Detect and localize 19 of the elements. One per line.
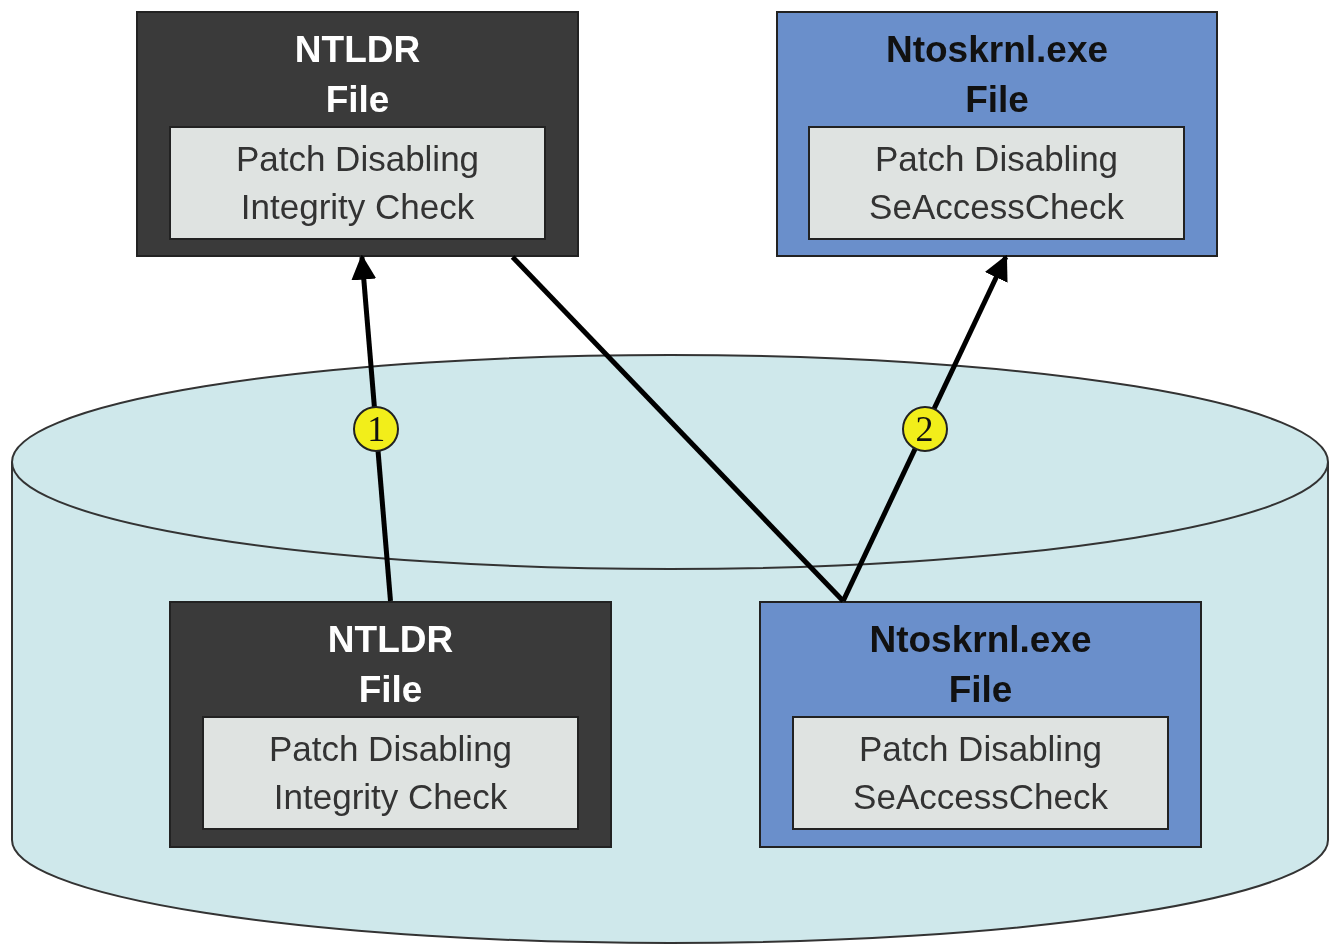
file-box xyxy=(776,11,1218,257)
patch-text: Patch Disabling SeAccessCheck xyxy=(852,728,1109,818)
arrow xyxy=(351,254,393,602)
file-box xyxy=(759,601,1202,848)
file-heading: NTLDR File xyxy=(327,618,454,712)
connector-line xyxy=(510,255,845,603)
patch-text: Patch Disabling Integrity Check xyxy=(234,138,481,228)
patch-box xyxy=(792,716,1169,830)
patch-text: Patch Disabling SeAccessCheck xyxy=(868,138,1125,228)
file-box xyxy=(169,601,612,848)
patch-box xyxy=(808,126,1185,240)
file-heading: NTLDR File xyxy=(294,28,421,122)
patch-box xyxy=(169,126,546,240)
file-heading: Ntoskrnl.exe File xyxy=(885,28,1109,122)
file-heading: Ntoskrnl.exe File xyxy=(869,618,1092,712)
patch-box xyxy=(202,716,579,830)
arrow xyxy=(840,254,1009,603)
patch-text: Patch Disabling Integrity Check xyxy=(267,728,514,818)
file-box xyxy=(136,11,579,257)
